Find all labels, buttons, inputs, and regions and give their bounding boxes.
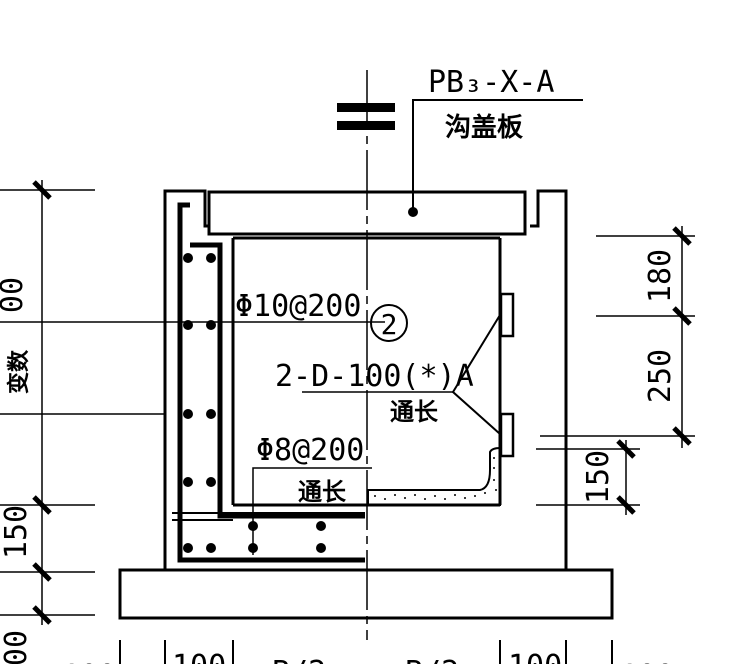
cover-plate-name: 沟盖板 [445,112,523,143]
bottom-dim-1: 100 [62,659,116,664]
numbered-circle-text: 2 [381,308,398,341]
left-dim-150: 150 [0,505,34,559]
support-bar-note: 通长 [390,398,439,426]
right-dim-250: 250 [643,349,678,403]
mortar-fill [367,446,501,506]
trench-wall-left-outer [163,189,208,570]
right-dim-ticks [616,226,692,515]
left-dim-vertical-label: 变数 [6,349,32,394]
support-bar-upper [499,292,515,338]
left-dim-top: 00 [0,277,30,313]
left-dim-ticks [32,180,52,625]
support-bar-lower [499,412,515,458]
left-dimensions [0,180,165,625]
cover-plate-leader-dot [408,207,418,217]
rebar-bottom-note: 通长 [298,478,347,506]
bottom-dim-3: B/2 [272,655,326,664]
numbered-circle [370,304,408,342]
left-wall-rebar-outer [177,202,365,563]
mortar-hatch [374,457,497,500]
rebar-main-label: Φ10@200 [235,289,361,324]
rebar-bottom-leader [252,467,372,555]
break-symbol-top [337,103,395,112]
bottom-dim-4: B/2 [405,655,459,664]
bottom-dim-5: 100 [508,649,562,664]
right-dim-180: 180 [643,249,678,303]
cover-plate-code: PB₃-X-A [428,65,554,100]
right-dim-150: 150 [581,450,616,504]
trench-wall-right-outer [530,189,568,570]
bottom-dim-2: 100 [172,649,226,664]
bottom-dim-6: 100 [620,659,674,664]
cover-plate-leader [412,99,583,212]
left-dim-bottom: 00 [0,630,34,664]
break-symbol-bottom [337,121,395,130]
base-slab [118,568,614,620]
cover-plate [207,190,527,236]
support-bar-label: 2-D-100(*)A [275,359,474,394]
rebar-bottom-label: Φ8@200 [256,433,364,468]
bottom-dim-ticks [119,640,613,664]
left-wall-rebar-inner [190,242,365,519]
